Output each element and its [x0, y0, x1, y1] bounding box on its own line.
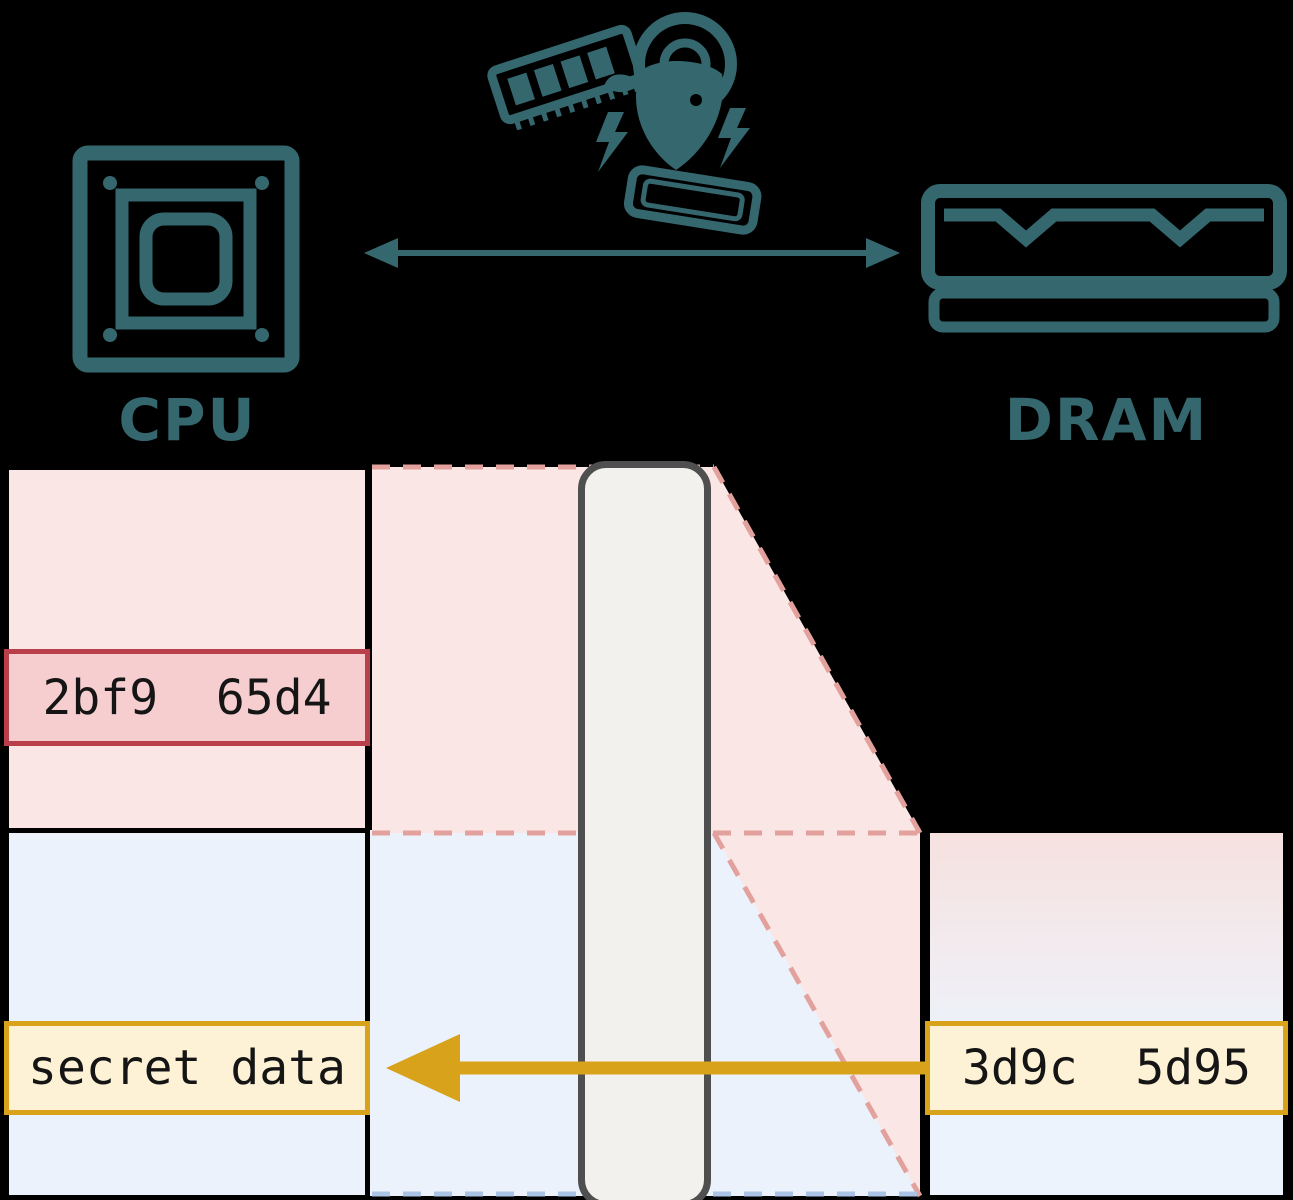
cpu-chip-corner-dot: [103, 328, 117, 342]
cpu-chip-corner-dot: [255, 176, 269, 190]
dram-pcb-bar: [928, 287, 1280, 333]
attacker-row-value: 2bf9 65d4: [42, 669, 332, 726]
cpu-label: CPU: [118, 386, 257, 454]
rambleed-ram-icon: [487, 12, 762, 235]
lightning-bolt-icon: [718, 108, 750, 168]
cpu-chip-icon: [72, 145, 300, 373]
dram-heatsink-fins: [944, 208, 1264, 248]
cpu-chip-corner-dot: [103, 176, 117, 190]
pink-projection-band: [714, 467, 920, 1196]
attacker-row-cell: 2bf9 65d4: [4, 649, 370, 746]
cpu-chip-corner-dot: [255, 328, 269, 342]
cpu-victim-memory-region: [4, 828, 370, 1200]
secret-row-cell: secret data: [4, 1021, 370, 1115]
bus-arrow-head-right: [866, 238, 900, 268]
dram-label: DRAM: [1004, 386, 1209, 454]
dram-module-icon: [921, 184, 1287, 333]
cpu-chip-die: [139, 212, 233, 306]
cpu-chip-outline: [72, 145, 300, 373]
dram-heatsink-outline: [921, 184, 1287, 290]
bus-arrow-head-left: [364, 238, 398, 268]
dram-row-cell: 3d9c 5d95: [925, 1021, 1288, 1115]
cpu-dram-bus-arrow: [364, 238, 900, 268]
secret-row-value: secret data: [28, 1040, 346, 1096]
memory-stick-icon: [487, 24, 645, 131]
cpu-chip-inner-square: [115, 188, 257, 330]
phone-icon: [623, 165, 762, 235]
dram-row-value: 3d9c 5d95: [962, 1040, 1251, 1096]
lightning-bolt-icon: [596, 112, 628, 172]
isolation-barrier: [578, 461, 711, 1200]
secret-read-arrow-head: [386, 1034, 460, 1102]
dram-memory-region: [925, 828, 1288, 1200]
ram-head-icon: [604, 12, 737, 170]
